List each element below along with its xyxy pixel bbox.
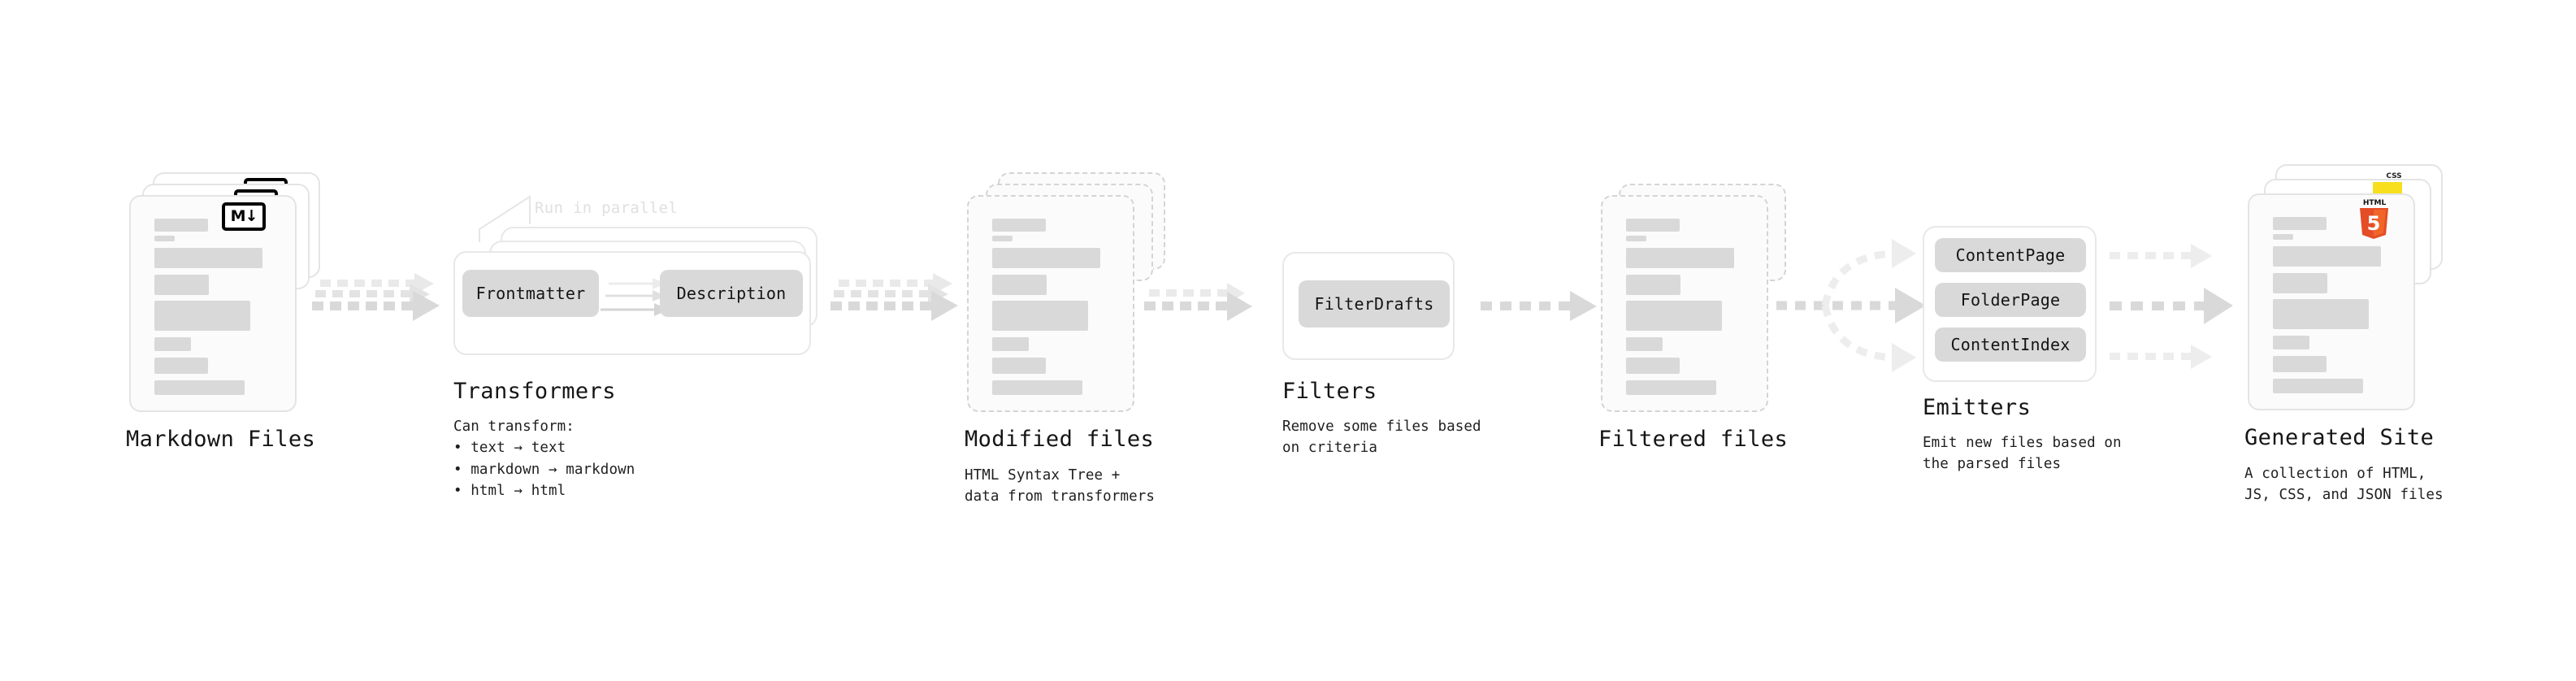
skeleton-bar: [1626, 301, 1722, 331]
skeleton-bar: [1626, 248, 1734, 268]
html5-icon: HTML 5: [2360, 199, 2388, 239]
run-in-parallel-annotation: Run in parallel: [535, 199, 679, 217]
skeleton-bar: [2273, 336, 2309, 349]
stage-subtitle-generated-site: A collection of HTML, JS, CSS, and JSON …: [2244, 466, 2444, 504]
stage-title-generated-site: Generated Site: [2244, 425, 2435, 450]
emitter-pill-contentindex[interactable]: ContentIndex: [1935, 327, 2086, 362]
filtered-card-front: [1601, 195, 1768, 412]
skeleton-bar: [2273, 299, 2369, 329]
skeleton-bar: [154, 337, 191, 351]
skeleton-bar: [1626, 275, 1680, 295]
skeleton-bar: [2273, 234, 2293, 240]
skeleton-bar: [1626, 236, 1646, 241]
skeleton-bar: [992, 219, 1046, 232]
skeleton-bar: [2273, 273, 2327, 293]
stage-subtitle-modified-files: HTML Syntax Tree + data from transformer…: [965, 467, 1155, 505]
skeleton-bar: [992, 275, 1047, 295]
filter-pill-filterdrafts[interactable]: FilterDrafts: [1299, 280, 1450, 327]
css-icon-label: CSS: [2386, 172, 2402, 180]
svg-text:5: 5: [2367, 212, 2381, 235]
stage-title-transformers: Transformers: [453, 379, 616, 404]
emitter-pill-contentpage[interactable]: ContentPage: [1935, 238, 2086, 272]
stage-title-markdown-files: Markdown Files: [126, 427, 316, 452]
site-card-front: [2248, 193, 2415, 410]
connector-filtered-to-emitters: [1776, 239, 1926, 372]
skeleton-bar: [1626, 337, 1663, 351]
skeleton-bar: [2273, 217, 2327, 230]
stage-subtitle-filters: Remove some files based on criteria: [1282, 419, 1481, 457]
skeleton-bar: [2273, 379, 2363, 393]
connector-emitters-to-site: [2110, 244, 2233, 369]
frontmatter-to-description-arrows: [601, 278, 669, 316]
skeleton-bar: [992, 380, 1082, 395]
stage-title-modified-files: Modified files: [965, 427, 1155, 452]
skeleton-bar: [154, 219, 208, 232]
skeleton-bar: [2273, 246, 2381, 267]
skeleton-bar: [2273, 356, 2327, 372]
skeleton-bar: [1626, 219, 1680, 232]
skeleton-bar: [154, 248, 262, 268]
transformer-pill-description[interactable]: Description: [660, 270, 803, 317]
connector-filters-to-filtered: [1481, 291, 1597, 321]
stage-subtitle-emitters: Emit new files based on the parsed files: [1923, 435, 2122, 473]
skeleton-bar: [1626, 358, 1680, 374]
skeleton-bar: [154, 275, 209, 295]
stage-subtitle-transformers: Can transform: • text → text • markdown …: [453, 419, 635, 499]
skeleton-bar: [992, 236, 1013, 241]
emitter-pill-folderpage[interactable]: FolderPage: [1935, 283, 2086, 317]
svg-text:HTML: HTML: [2363, 199, 2387, 207]
skeleton-bar: [1626, 380, 1716, 395]
connector-transformers-to-modified: [830, 273, 958, 321]
modified-card-front: [967, 195, 1134, 412]
connector-md-to-transformers: [312, 273, 440, 321]
skeleton-bar: [154, 301, 250, 331]
stage-title-emitters: Emitters: [1923, 395, 2032, 420]
markdown-icon: M↓: [222, 202, 266, 231]
transformer-pill-frontmatter[interactable]: Frontmatter: [462, 270, 599, 317]
skeleton-bar: [154, 236, 175, 241]
skeleton-bar: [992, 358, 1046, 374]
markdown-card-front: [129, 195, 297, 412]
skeleton-bar: [992, 337, 1029, 351]
skeleton-bar: [992, 301, 1088, 331]
run-in-parallel-leader: [479, 195, 531, 242]
skeleton-bar: [154, 358, 208, 374]
skeleton-bar: [154, 380, 245, 395]
connector-modified-to-filters: [1144, 283, 1252, 321]
stage-title-filters: Filters: [1282, 379, 1377, 404]
skeleton-bar: [992, 248, 1100, 268]
stage-title-filtered-files: Filtered files: [1598, 427, 1789, 452]
